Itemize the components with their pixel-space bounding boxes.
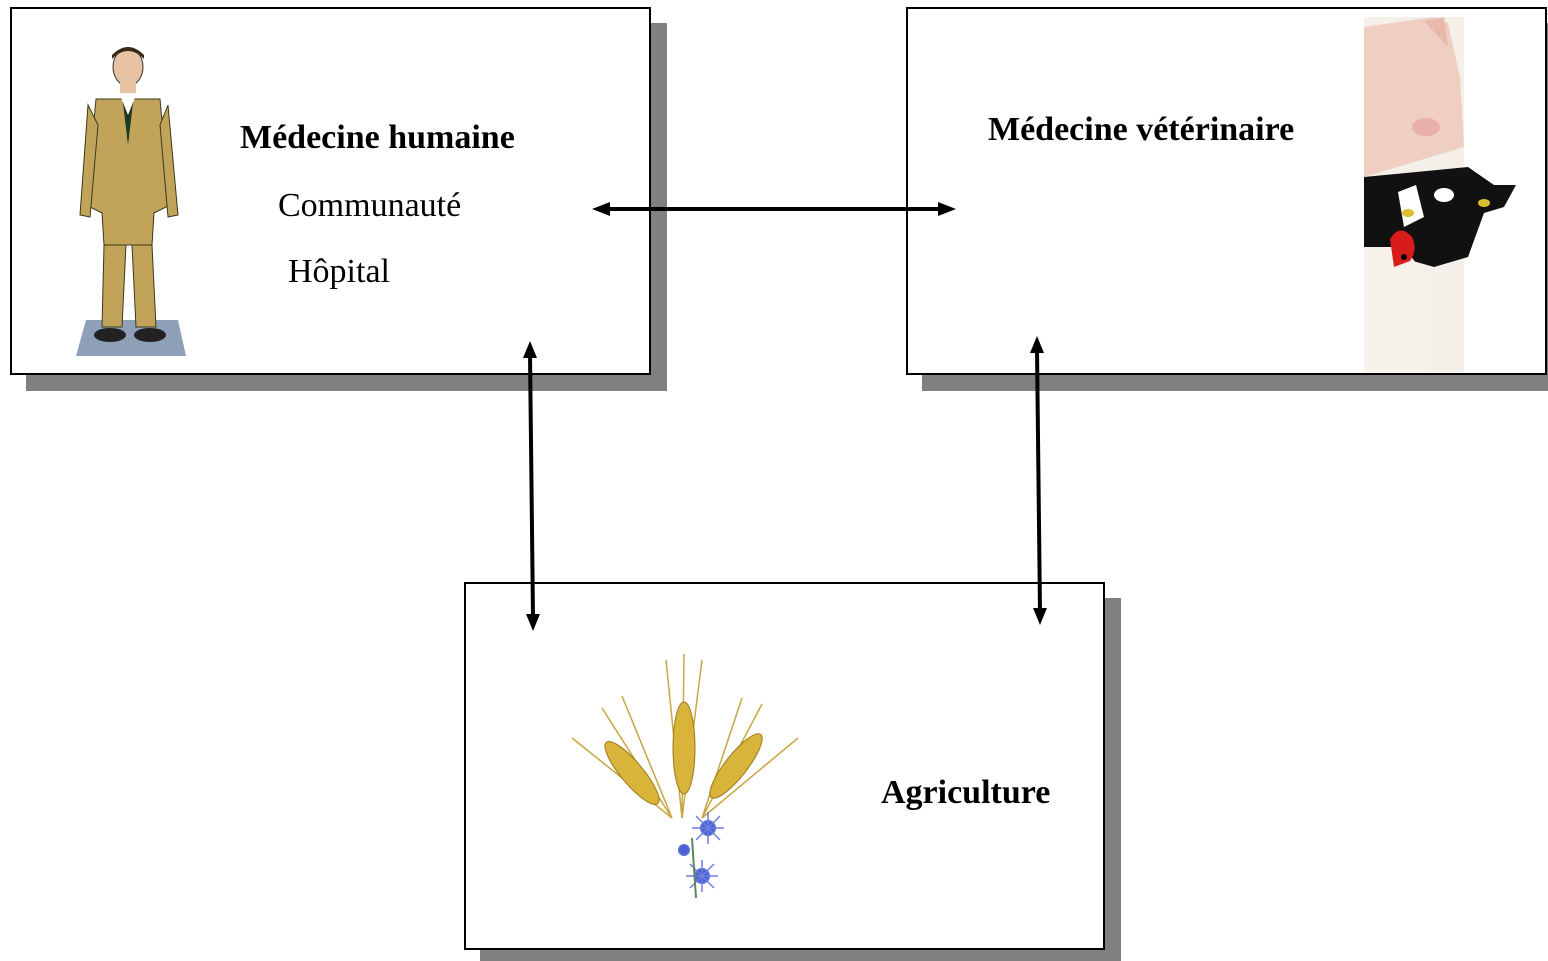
community-label: Communauté	[278, 187, 462, 224]
human-medicine-title: Médecine humaine	[240, 119, 515, 156]
agriculture-box: Agriculture	[464, 582, 1105, 950]
veterinary-medicine-title: Médecine vétérinaire	[988, 111, 1295, 148]
man-in-suit-icon	[76, 47, 186, 356]
hospital-label: Hôpital	[288, 253, 390, 290]
farm-animals-icon	[1364, 17, 1516, 372]
wheat-flowers-icon	[571, 653, 799, 899]
arrow-vet-agri	[1035, 348, 1042, 613]
human-medicine-box: Médecine humaine Communauté Hôpital	[10, 7, 651, 375]
agriculture-title: Agriculture	[881, 774, 1051, 811]
veterinary-medicine-box: Médecine vétérinaire	[906, 7, 1547, 375]
arrow-human-agri	[528, 353, 535, 619]
